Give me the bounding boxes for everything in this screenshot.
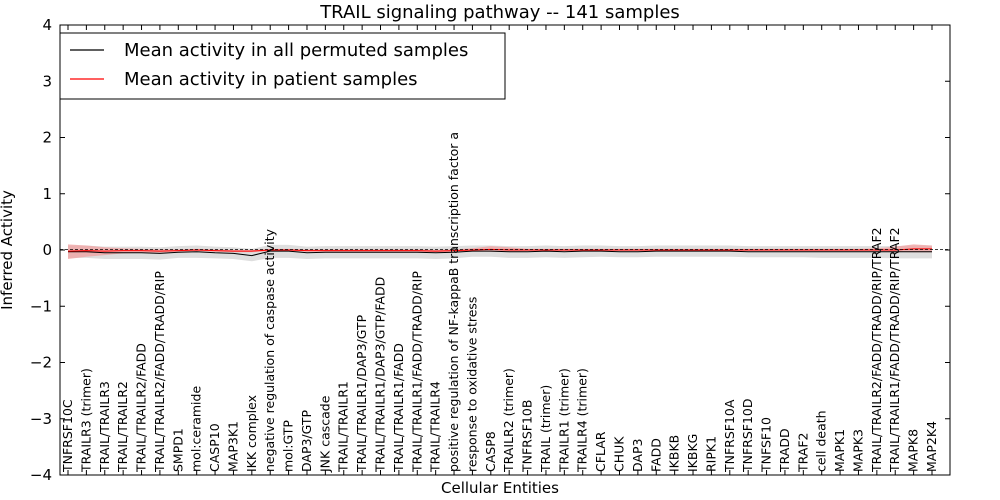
y-tick-label: 0 [42,241,52,259]
y-tick-label: 2 [42,129,52,147]
x-tick-label: TRAILR4 (trimer) [575,368,590,473]
x-tick-label: MAPK3 [850,429,865,472]
x-tick-label: TNFRSF10B [520,400,535,473]
x-tick-label: TNFRSF10C [60,399,75,473]
y-tick-label: −2 [30,354,52,372]
y-tick-label: −1 [30,297,52,315]
x-tick-label: TRAIL/TRAILR1/FADD/TRADD/RIP/TRAF2 [887,227,902,473]
x-tick-label: CASP8 [483,431,498,472]
x-tick-label: JNK cascade [317,395,332,473]
y-tick-label: 3 [42,72,52,90]
x-tick-label: MAP3K1 [225,421,240,472]
x-tick-label: CFLAR [593,431,608,472]
x-tick-label: CASP10 [207,423,222,472]
x-tick-label: FADD [648,438,663,472]
x-tick-label: IKBKB [667,435,682,472]
legend: Mean activity in all permuted samples Me… [59,32,506,100]
x-tick-label: TRAILR3 (trimer) [78,368,93,473]
x-tick-label: TRAIL (trimer) [538,385,553,473]
y-axis-label: Inferred Activity [0,190,16,310]
x-tick-label: TRAIL/TRAILR2 [115,381,130,473]
x-tick-label: IKK complex [244,395,259,472]
x-tick-label: TRAILR1 (trimer) [556,368,571,473]
x-tick-label: TRAF2 [795,432,810,473]
x-tick-label: MAPK8 [906,429,921,472]
x-tick-label: DAP3/GTP [299,409,314,472]
x-tick-label: TNFRSF10D [740,398,755,473]
x-tick-label: TRAILR2 (trimer) [501,368,516,473]
x-tick-label: TRAIL/TRAILR1/DAP3/GTP/FADD [373,277,388,473]
x-tick-label: TRADD [777,428,792,473]
x-tick-label: TRAIL/TRAILR1/FADD [391,343,406,473]
legend-label-permuted: Mean activity in all permuted samples [124,40,468,61]
x-tick-label: MAPK1 [832,429,847,472]
y-axis: −4 −3 −2 −1 0 1 2 3 4 [30,16,950,484]
line-series-0 [68,250,932,257]
x-tick-label: CHUK [611,436,626,472]
x-tick-label: TNFRSF10A [722,399,737,473]
x-tick-label: TRAIL/TRAILR1/DAP3/GTP [354,314,369,473]
x-tick-label: mol:ceramide [189,386,204,472]
x-tick-label: TRAIL/TRAILR1/FADD/TRADD/RIP [409,271,424,473]
x-tick-label: MAP2K4 [924,421,939,472]
x-tick-label: positive regulation of NF-kappaB transcr… [446,132,461,472]
x-tick-label: negative regulation of caspase activity [262,228,277,472]
legend-label-patient: Mean activity in patient samples [124,69,418,90]
x-tick-label: TRAIL/TRAILR1 [336,381,351,473]
x-tick-label: RIPK1 [703,436,718,472]
y-tick-label: −4 [30,466,52,484]
x-axis-label: Cellular Entities [441,479,559,497]
x-tick-label: response to oxidative stress [464,297,479,472]
x-tick-label: cell death [814,410,829,472]
x-tick-label: TRAIL/TRAILR2/FADD/TRADD/RIP [152,271,167,473]
x-tick-label: TRAIL/TRAILR2/FADD/TRADD/RIP/TRAF2 [869,227,884,473]
x-tick-label: mol:GTP [281,420,296,472]
legend-box [59,32,506,100]
x-tick-label: SMPD1 [170,428,185,472]
x-tick-label: DAP3 [630,439,645,472]
y-tick-label: −3 [30,410,52,428]
x-tick-label: TNFSF10 [759,417,774,473]
y-tick-label: 4 [42,16,52,34]
y-tick-label: 1 [42,185,52,203]
chart-title: TRAIL signaling pathway -- 141 samples [319,2,680,23]
x-tick-label: TRAIL/TRAILR4 [428,381,443,473]
x-tick-label: TRAIL/TRAILR3 [97,381,112,473]
x-tick-label: TRAIL/TRAILR2/FADD [134,343,149,473]
confidence-bands [68,244,932,262]
x-tick-label: IKBKG [685,434,700,472]
